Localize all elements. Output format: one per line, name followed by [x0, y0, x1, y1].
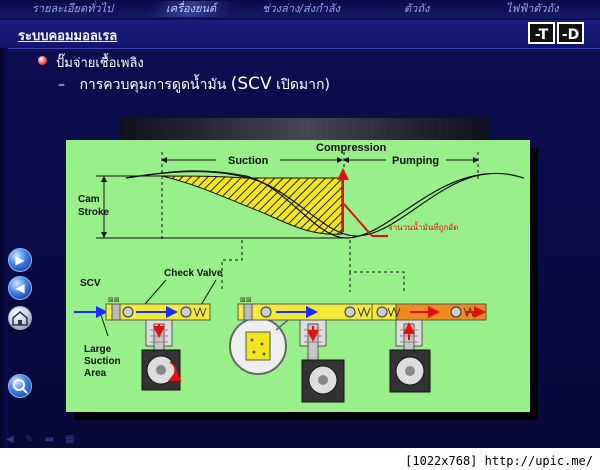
leader-1	[221, 240, 243, 292]
pump-unit-1: ⊠⊠	[74, 296, 211, 391]
arrow-left-icon: ◀	[15, 281, 25, 295]
bullet2-big: (SCV	[230, 74, 272, 94]
tab-body-electric[interactable]: ไฟฟ้าตัวถัง	[506, 2, 559, 15]
search-button[interactable]	[8, 374, 32, 398]
large-label: Large	[84, 344, 112, 355]
tab-engine[interactable]: เครื่องยนต์	[147, 1, 236, 17]
pumping-label: Pumping	[392, 155, 439, 167]
left-strip	[0, 48, 8, 448]
fuel-qty-pointer	[343, 203, 373, 237]
header-bar: ระบบคอมมอลเรล	[0, 20, 600, 49]
footer-area: [1022x768] http://upic.me/	[0, 448, 600, 470]
pump-unit-2: ⊠⊠	[237, 296, 375, 403]
next-arrow-button[interactable]: ▶	[8, 248, 32, 272]
section-title: ระบบคอมมอลเรล	[18, 29, 118, 44]
stroke-label: Stroke	[78, 207, 110, 218]
footer-text: [1022x768] http://upic.me/	[402, 454, 596, 468]
bullet-text-1: ปั๊มจ่ายเชื้อเพลิง	[56, 56, 144, 71]
bottom-toolbar: ◀ ✎ ▬ ▦	[6, 434, 86, 446]
fuel-qty-label: จำนวนน้ำมันที่ถูกอัด	[388, 221, 458, 233]
back-icon[interactable]: ◀	[6, 434, 14, 445]
home-icon	[12, 311, 28, 326]
grid-icon[interactable]: ▦	[65, 434, 75, 445]
check-valve-label: Check Valve	[164, 268, 223, 279]
cam-label: Cam	[78, 194, 100, 205]
cam-curve-1	[125, 170, 525, 239]
scv-label: SCV	[80, 278, 101, 289]
compression-label: Compression	[316, 142, 387, 154]
cam-curve-2	[125, 170, 487, 237]
minus-t-button[interactable]: -T	[528, 22, 555, 44]
minus-d-button[interactable]: -D	[557, 22, 584, 44]
svg-text:⊠⊠: ⊠⊠	[108, 296, 120, 304]
bullet-icon	[38, 56, 47, 65]
suction-volume-hatch	[161, 175, 343, 235]
home-button[interactable]	[8, 306, 32, 330]
screen-icon[interactable]: ▬	[44, 434, 54, 445]
scv-diagram: Compression Suction Pumping Cam Stroke	[66, 140, 530, 412]
bullet2-tail: เปิดมาก)	[276, 77, 330, 93]
bullet2-text: การควบคุมการดูดน้ำมัน	[79, 77, 227, 93]
prev-arrow-button[interactable]: ◀	[8, 276, 32, 300]
tab-general[interactable]: รายละเอียดทั่วไป	[32, 2, 114, 15]
pen-icon[interactable]: ✎	[24, 434, 34, 445]
bullet-text-2: – การควบคุมการดูดน้ำมัน (SCV เปิดมาก)	[58, 74, 330, 96]
area-label: Area	[84, 368, 107, 379]
pump-unit-3	[371, 303, 487, 393]
suction-label: Suction	[228, 155, 269, 167]
tab-body[interactable]: ตัวถัง	[404, 2, 430, 15]
top-nav: รายละเอียดทั่วไป เครื่องยนต์ ช่วงล่าง/ส่…	[0, 0, 600, 18]
leader-2	[349, 240, 405, 292]
dash: –	[58, 77, 65, 93]
arrow-right-icon: ▶	[15, 253, 25, 267]
tab-chassis[interactable]: ช่วงล่าง/ส่งกำลัง	[262, 2, 341, 15]
suction-area-label: Suction	[84, 356, 121, 367]
search-icon	[13, 379, 28, 394]
scv-zoom-detail	[229, 311, 299, 375]
svg-text:⊠⊠: ⊠⊠	[240, 296, 252, 304]
diagram-svg: Compression Suction Pumping Cam Stroke	[74, 142, 525, 403]
